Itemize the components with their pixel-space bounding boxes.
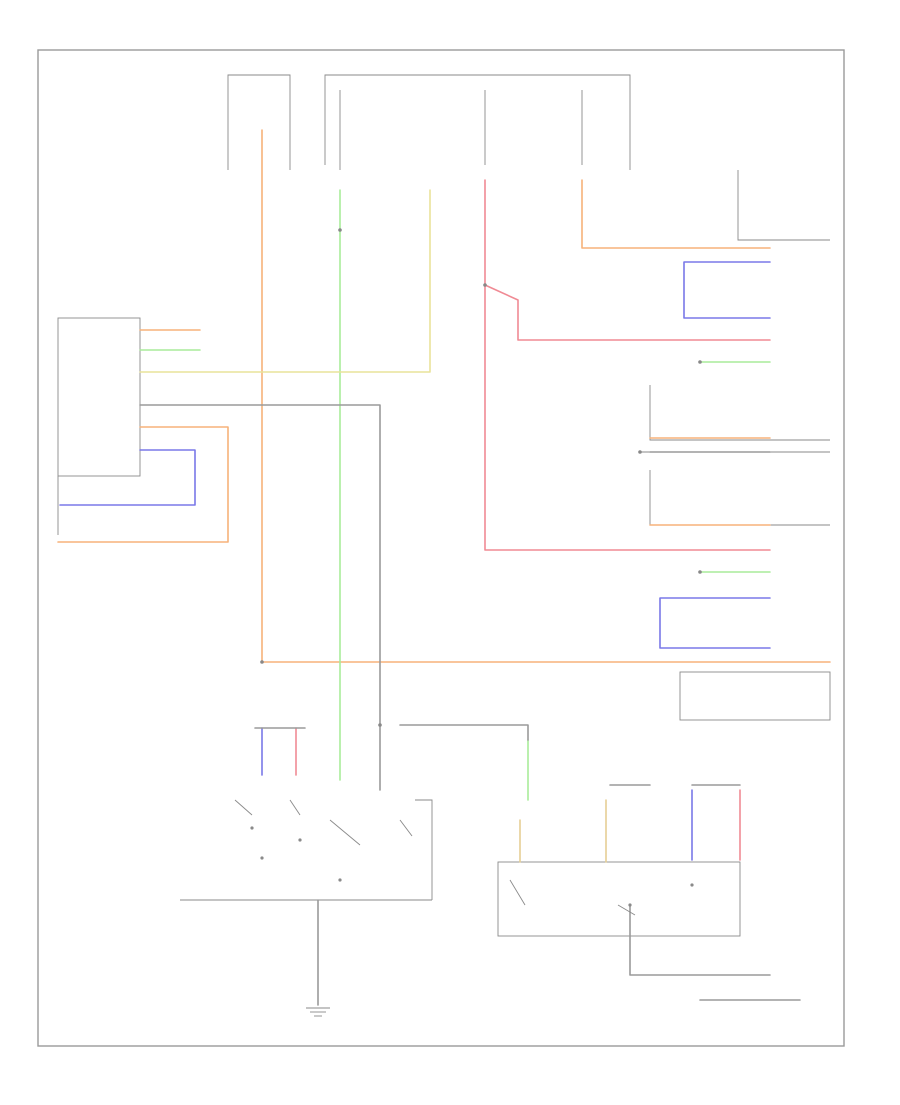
- lower-bus-riser: [415, 799, 433, 900]
- wire-orange-left-loop: [57, 426, 229, 543]
- wire-gray-branch: [399, 724, 529, 741]
- wire-gray-main: [139, 404, 381, 791]
- right-block-1: [737, 170, 830, 241]
- switch-assembly: [234, 799, 413, 882]
- right-block-2: [649, 385, 830, 441]
- right-block-4: [679, 671, 831, 721]
- left-module-block: [57, 317, 141, 477]
- wire-yellow: [139, 189, 431, 373]
- fuse-box-left: [227, 74, 291, 170]
- junction-block-top: [324, 74, 631, 170]
- wire-blue-upper: [683, 261, 771, 319]
- ground-symbol-lower: [306, 1007, 330, 1017]
- lower-relay-module: [497, 861, 741, 937]
- wire-blue-lower: [659, 597, 771, 649]
- wire-orange-main: [261, 129, 831, 663]
- relay-contacts: [509, 879, 694, 916]
- splice-points: [260, 228, 702, 727]
- wire-red-main: [484, 179, 771, 551]
- diagram-frame: [37, 49, 845, 1047]
- wire-orange-upper: [581, 179, 771, 249]
- wire-red-branch: [484, 284, 771, 341]
- wire-gray-lower-right: [629, 904, 771, 976]
- wire-blue-left: [59, 449, 196, 506]
- right-block-3: [649, 470, 830, 526]
